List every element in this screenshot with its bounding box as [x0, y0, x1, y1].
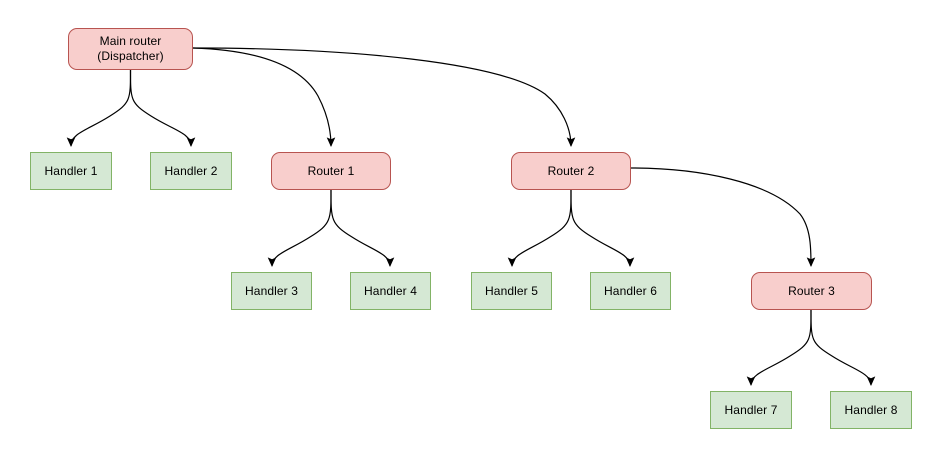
node-label-handler-7: Handler 7	[724, 402, 778, 417]
node-label-router-2: Router 2	[547, 163, 595, 178]
connector-edge-r2-r3	[630, 167, 816, 267]
node-label-handler-3: Handler 3	[245, 283, 298, 298]
node-handler-2[interactable]: Handler 2	[150, 152, 232, 190]
connector-edge-r2-h6	[570, 189, 635, 267]
node-handler-5[interactable]: Handler 5	[471, 272, 552, 310]
node-label-handler-8: Handler 8	[844, 402, 898, 417]
node-handler-6[interactable]: Handler 6	[590, 272, 671, 310]
node-main-router[interactable]: Main router (Dispatcher)	[68, 28, 193, 70]
connector-edge-r1-h3	[267, 189, 332, 267]
node-handler-3[interactable]: Handler 3	[231, 272, 312, 310]
connector-edge-r3-h8	[810, 309, 876, 386]
connector-edge-main-h2	[129, 69, 196, 147]
node-handler-8[interactable]: Handler 8	[830, 391, 912, 429]
node-label-handler-2: Handler 2	[164, 163, 218, 178]
node-label-router-1: Router 1	[307, 163, 355, 178]
node-label-handler-4: Handler 4	[364, 283, 417, 298]
node-label-handler-1: Handler 1	[44, 163, 98, 178]
connector-edge-r1-h4	[330, 189, 395, 267]
node-label-main-router: Main router (Dispatcher)	[97, 34, 164, 63]
node-router-3[interactable]: Router 3	[751, 272, 872, 310]
connector-edge-main-h1	[66, 69, 132, 147]
node-handler-4[interactable]: Handler 4	[350, 272, 431, 310]
node-router-1[interactable]: Router 1	[271, 152, 391, 190]
connector-edge-r2-h5	[507, 189, 572, 267]
edges-group	[66, 47, 876, 386]
node-label-handler-6: Handler 6	[604, 283, 657, 298]
node-handler-1[interactable]: Handler 1	[30, 152, 112, 190]
node-label-router-3: Router 3	[788, 283, 835, 298]
node-label-handler-5: Handler 5	[485, 283, 538, 298]
node-router-2[interactable]: Router 2	[511, 152, 631, 190]
node-handler-7[interactable]: Handler 7	[710, 391, 792, 429]
connector-edge-main-r1	[192, 47, 336, 147]
connector-edge-main-r2	[192, 47, 576, 147]
connector-edge-r3-h7	[746, 309, 812, 386]
